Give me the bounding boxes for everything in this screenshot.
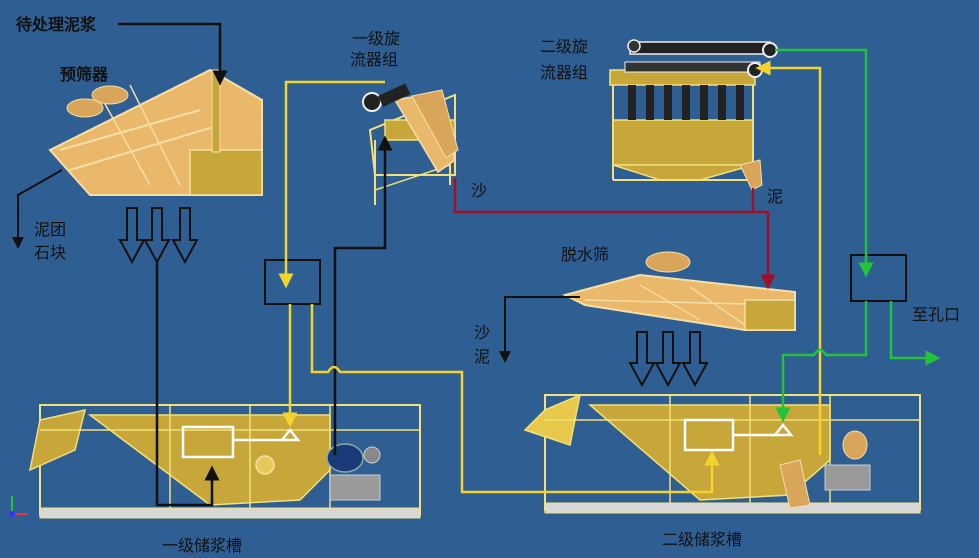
primary-to-secondary-tank-line	[310, 304, 720, 494]
dewatering-down-arrows	[628, 331, 709, 388]
pre-screen-to-tank-line	[155, 262, 220, 507]
primary-overflow-line	[278, 80, 385, 289]
pre-screen-down-arrows	[118, 207, 199, 265]
secondary-overflow-line	[775, 48, 874, 278]
secondary-tank-equipment	[523, 393, 921, 514]
sand-mud-label-2: 泥	[474, 347, 490, 366]
primary-transfer-box	[264, 259, 321, 305]
dewatering-out-line	[499, 296, 580, 363]
primary-tank-equipment	[28, 404, 421, 519]
box-to-secondary-tank-line	[775, 301, 868, 423]
primary-cyclone-equipment	[362, 83, 459, 205]
mud-lumps-label-2: 石块	[34, 243, 66, 262]
mud-lumps-label-1: 泥团	[34, 220, 66, 239]
lumps-out-line	[12, 169, 63, 249]
pre-screen-label: 预筛器	[60, 65, 109, 84]
pump-to-primary-cyclone-line	[333, 135, 393, 455]
secondary-pump-to-cyclone-line	[755, 60, 822, 455]
to-borehole-label: 至孔口	[912, 305, 960, 324]
primary-level-indicator	[181, 425, 301, 459]
sand-underflow-line	[453, 178, 776, 290]
pre-screen-equipment	[48, 68, 263, 196]
primary-cyclone-label-2: 流器组	[350, 50, 398, 69]
input-mud-label: 待处理泥浆	[16, 15, 97, 34]
secondary-transfer-box	[850, 254, 907, 302]
secondary-cyclone-label-1: 二级旋	[540, 37, 588, 56]
secondary-cyclone-equipment	[609, 39, 778, 191]
primary-tank-label: 一级储浆槽	[162, 536, 242, 555]
secondary-level-indicator	[683, 418, 794, 452]
axis-gizmo-icon	[9, 496, 28, 517]
to-borehole-line	[889, 301, 941, 366]
secondary-tank-label: 二级储浆槽	[662, 530, 742, 549]
dewatering-screen-equipment	[562, 251, 796, 331]
sand-mud-label-1: 沙	[474, 323, 490, 342]
input-mud-line	[118, 22, 228, 86]
mud-label: 泥	[767, 187, 783, 206]
secondary-cyclone-label-2: 流器组	[540, 63, 588, 82]
dewatering-screen-label: 脱水筛	[561, 245, 609, 264]
sand-label: 沙	[471, 181, 487, 200]
primary-cyclone-label-1: 一级旋	[352, 29, 400, 48]
